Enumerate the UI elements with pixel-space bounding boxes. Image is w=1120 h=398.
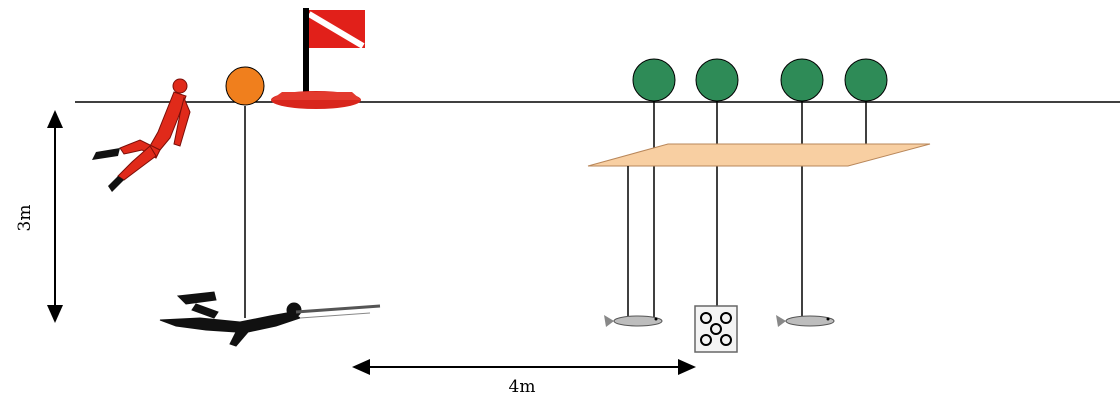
green-buoy <box>632 58 676 102</box>
distance-label: 4m <box>509 377 536 397</box>
distance-arrow <box>352 359 696 375</box>
fish-icon <box>604 315 663 327</box>
spearfisher-icon <box>159 291 381 347</box>
target-plate-icon <box>694 305 738 353</box>
depth-label: 3m <box>15 205 35 232</box>
dive-flag-icon <box>271 8 365 109</box>
depth-arrow <box>47 110 63 323</box>
green-buoy <box>844 58 888 102</box>
freediver-surface-icon <box>92 78 191 192</box>
green-buoy <box>695 58 739 102</box>
green-buoy <box>780 58 824 102</box>
fish-icon <box>776 315 835 327</box>
green-buoys <box>632 58 888 318</box>
submerged-platform <box>587 143 931 167</box>
marker-buoy <box>225 66 265 318</box>
